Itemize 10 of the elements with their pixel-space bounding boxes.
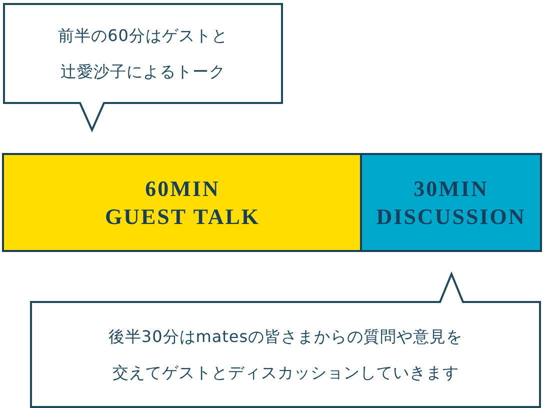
timeline-segment (360, 153, 542, 252)
speech-bubble (3, 3, 283, 132)
timeline-segment (2, 153, 363, 252)
duration-text: 60MIN (145, 174, 220, 202)
callout-text: 前半の60分はゲストと辻愛沙子によるトーク (57, 24, 229, 82)
session-title: DISCUSSION (376, 202, 526, 230)
session-title: GUEST TALK (104, 202, 260, 230)
callout-text: 後半30分はmatesの皆さまからの質問や意見を交えてゲストとディスカッションしていきます (107, 326, 464, 384)
duration-text: 30MIN (414, 174, 488, 202)
speech-bubble (30, 273, 541, 408)
